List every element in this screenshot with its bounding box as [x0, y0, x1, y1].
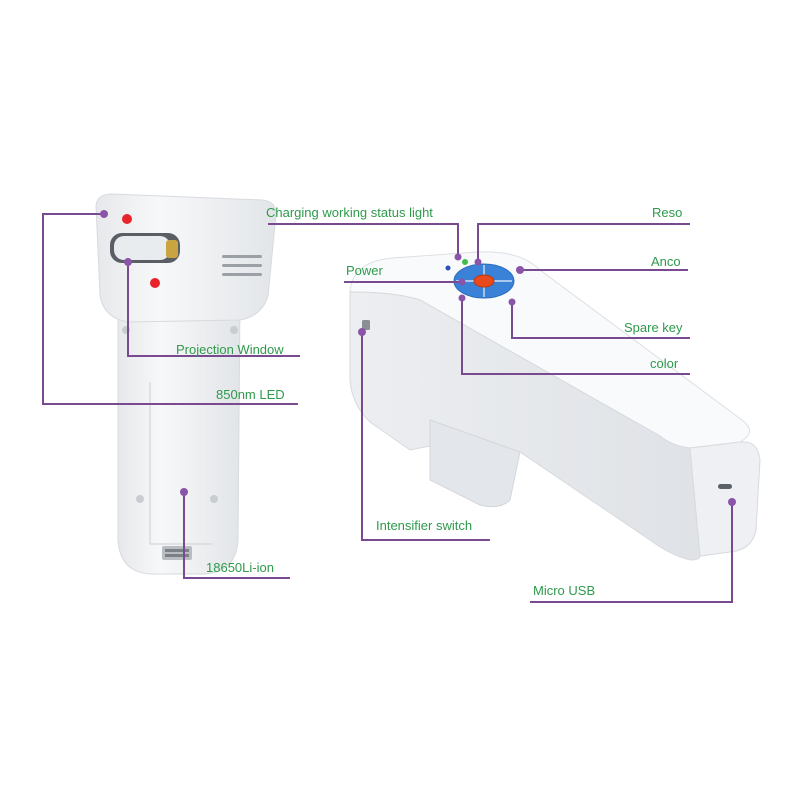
left-device	[95, 193, 277, 575]
dot-anco	[516, 266, 524, 274]
dot-color	[458, 294, 466, 302]
dot-850nm-led	[100, 210, 108, 218]
left-device-head	[95, 193, 277, 323]
led-top	[122, 214, 132, 224]
label-intensifier-switch: Intensifier switch	[376, 518, 473, 533]
button-center	[473, 274, 495, 288]
right-device-front	[349, 291, 701, 561]
leader-reso	[477, 223, 690, 262]
label-reso: Reso	[652, 205, 683, 220]
leader-charging	[268, 223, 459, 257]
label-charging-status: Charging working status light	[266, 205, 433, 220]
label-850nm-led: 850nm LED	[216, 387, 285, 402]
battery-cover	[149, 382, 212, 545]
left-device-handle	[117, 299, 241, 575]
dot-reso	[474, 258, 482, 266]
vent-slot	[222, 264, 262, 267]
dot-intensifier	[358, 328, 366, 336]
dot-battery	[180, 488, 188, 496]
screw	[230, 326, 238, 334]
label-color: color	[650, 356, 679, 371]
leader-850nm-led	[42, 213, 298, 405]
leader-spare-key	[511, 302, 690, 339]
vent-slot	[222, 273, 262, 276]
label-spare-key: Spare key	[624, 320, 683, 335]
right-device-stand	[429, 419, 521, 508]
label-battery: 18650Li-ion	[206, 560, 274, 575]
dot-power	[458, 278, 466, 286]
vent-slot	[222, 255, 262, 258]
dot-projection-window	[124, 258, 132, 266]
screw	[210, 495, 218, 503]
label-anco: Anco	[651, 254, 681, 269]
leader-micro-usb	[530, 502, 733, 603]
status-light-blue	[445, 265, 451, 271]
leader-intensifier	[361, 332, 490, 541]
leader-projection-window	[127, 262, 300, 357]
right-device	[349, 251, 761, 561]
screw	[136, 495, 144, 503]
dot-charging	[454, 253, 462, 261]
label-power: Power	[346, 263, 383, 278]
led-bottom	[150, 278, 160, 288]
dot-spare-key	[508, 298, 516, 306]
label-projection-window: Projection Window	[176, 342, 284, 357]
leader-color	[461, 298, 690, 375]
label-micro-usb: Micro USB	[533, 583, 596, 598]
leader-battery	[183, 492, 290, 579]
status-light-green	[462, 259, 468, 265]
right-device-endcap	[689, 441, 761, 557]
dot-micro-usb	[728, 498, 736, 506]
micro-usb-port	[718, 484, 732, 489]
intensifier-switch	[362, 320, 370, 330]
